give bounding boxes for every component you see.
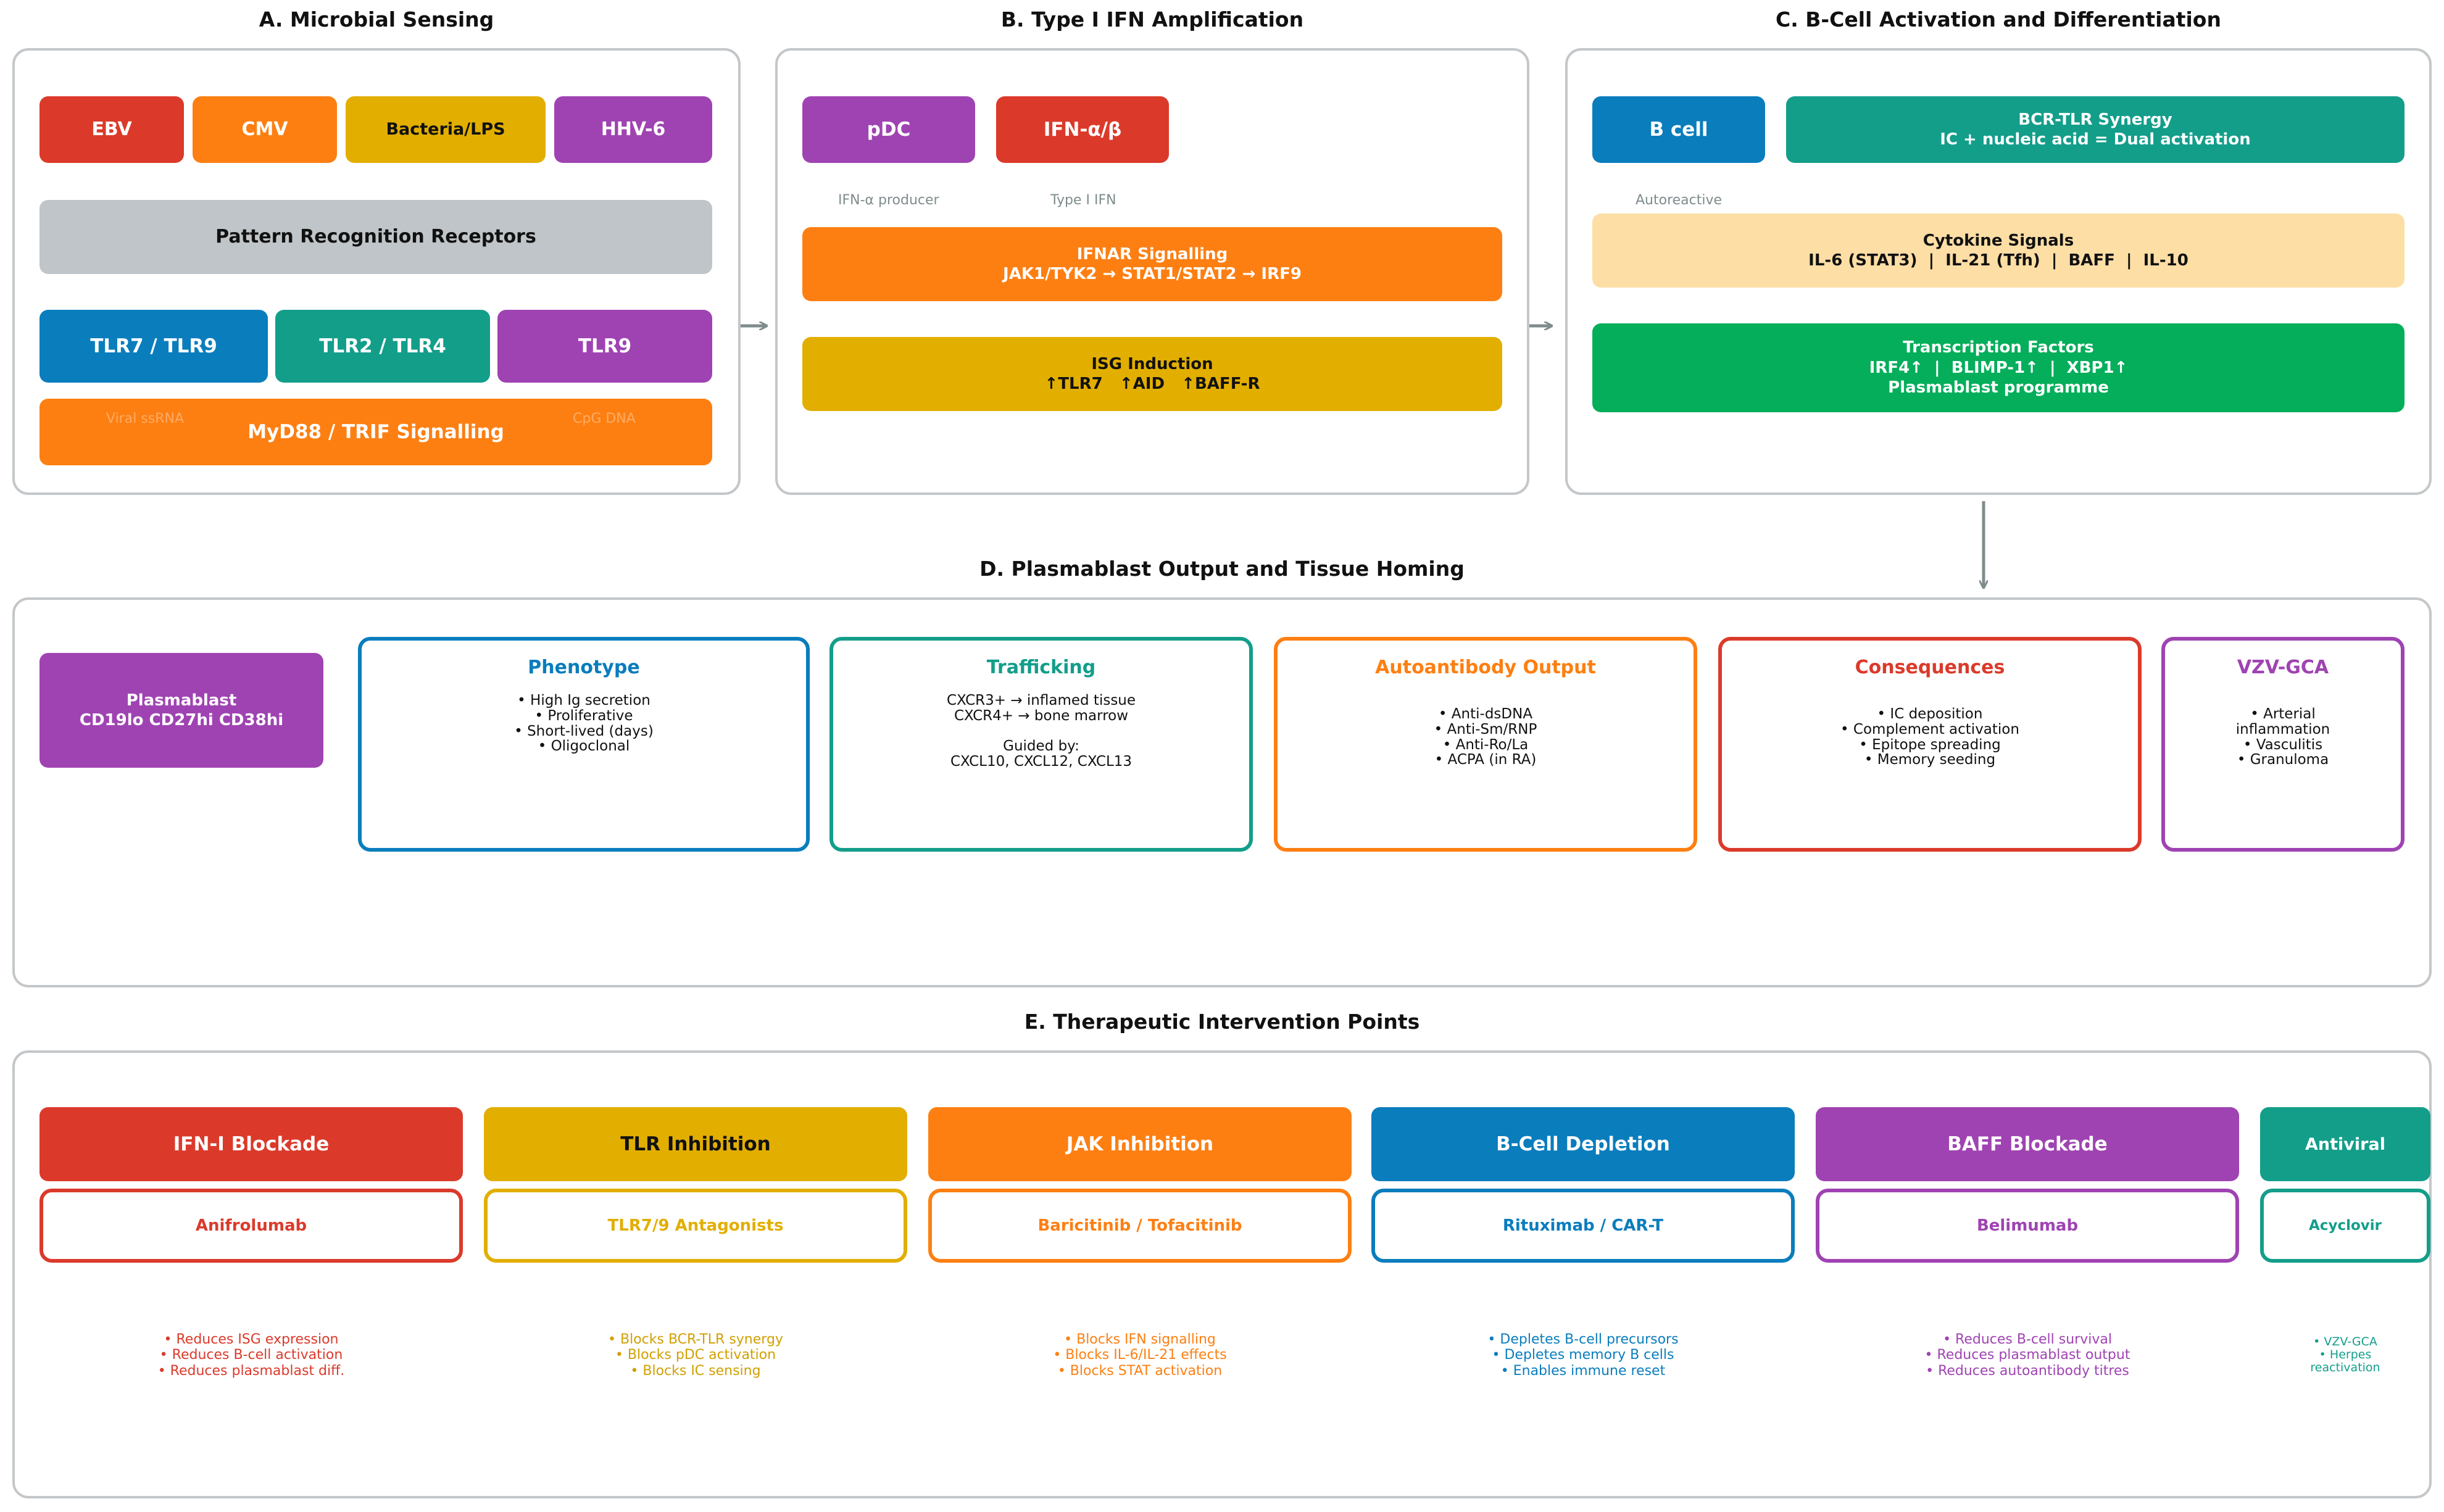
myd88-trif-box: MyD88 / TRIF Signalling — [39, 399, 712, 465]
consequences-card: Consequences • IC deposition • Complemen… — [1718, 637, 2142, 852]
baff-blockade-effects: • Reduces B-cell survival • Reduces plas… — [1924, 1332, 2130, 1379]
ifnar-title: IFNAR Signalling — [1076, 244, 1228, 264]
faint-label-right: CpG DNA — [573, 411, 636, 426]
synergy-detail: IC + nucleic acid = Dual activation — [1940, 130, 2251, 149]
panel-d-title: D. Plasmablast Output and Tissue Homing — [979, 557, 1465, 581]
pathogen-ebv: EBV — [39, 96, 184, 163]
autoantibody-body: • Anti-dsDNA • Anti-Sm/RNP • Anti-Ro/La … — [1434, 706, 1537, 768]
phenotype-body: • High Ig secretion • Proliferative • Sh… — [514, 692, 654, 755]
pdc-note: IFN-α producer — [838, 193, 939, 208]
isg-box: ISG Induction ↑TLR7 ↑AID ↑BAFF-R — [802, 337, 1502, 411]
ifn-alpha-beta-box: IFN-α/β — [996, 96, 1169, 163]
vzv-gca-title: VZV-GCA — [2237, 657, 2329, 678]
panel-c-title: C. B-Cell Activation and Differentiation — [1776, 7, 2221, 31]
phenotype-title: Phenotype — [528, 657, 640, 678]
tlr-inhibition-head: TLR Inhibition — [484, 1107, 907, 1181]
tlr-inhibition-effects: • Blocks BCR-TLR synergy • Blocks pDC ac… — [608, 1332, 783, 1379]
plasmablast-box: Plasmablast CD19lo CD27hi CD38hi — [39, 653, 323, 768]
vzv-gca-card: VZV-GCA • Arterial inflammation • Vascul… — [2161, 637, 2405, 852]
autoantibody-card: Autoantibody Output • Anti-dsDNA • Anti-… — [1274, 637, 1697, 852]
consequences-body: • IC deposition • Complement activation … — [1840, 706, 2019, 768]
ifn-i-blockade-effects: • Reduces ISG expression • Reduces B-cel… — [157, 1332, 345, 1379]
tf-programme: Plasmablast programme — [1888, 378, 2109, 397]
pathogen-bacteria-lps: Bacteria/LPS — [346, 96, 546, 163]
isg-title: ISG Induction — [1091, 354, 1213, 373]
acyclovir-box: Acyclovir — [2260, 1189, 2430, 1263]
ifn-i-blockade-head: IFN-I Blockade — [39, 1107, 463, 1181]
panel-e-title: E. Therapeutic Intervention Points — [1024, 1010, 1420, 1034]
ifnar-box: IFNAR Signalling JAK1/TYK2 → STAT1/STAT2… — [802, 227, 1502, 301]
tf-detail: IRF4↑ | BLIMP-1↑ | XBP1↑ — [1869, 358, 2128, 377]
anifrolumab-box: Anifrolumab — [39, 1189, 463, 1263]
plasmablast-markers: CD19lo CD27hi CD38hi — [79, 711, 284, 729]
isg-detail: ↑TLR7 ↑AID ↑BAFF-R — [1044, 375, 1260, 393]
trafficking-body: CXCR3+ → inflamed tissue CXCR4+ → bone m… — [946, 692, 1136, 770]
tf-title: Transcription Factors — [1903, 338, 2094, 357]
b-cell-depletion-head: B-Cell Depletion — [1371, 1107, 1795, 1181]
bcell-box: B cell — [1592, 96, 1765, 163]
cytokine-signals-box: Cytokine Signals IL-6 (STAT3) | IL-21 (T… — [1592, 214, 2405, 288]
prr-box: Pattern Recognition Receptors — [39, 200, 712, 274]
plasmablast-title: Plasmablast — [126, 691, 237, 710]
ifn-note: Type I IFN — [1050, 193, 1116, 208]
tlr-antagonists-box: TLR7/9 Antagonists — [484, 1189, 907, 1263]
myd88-label: MyD88 / TRIF Signalling — [247, 420, 504, 443]
jak-inhibition-effects: • Blocks IFN signalling • Blocks IL-6/IL… — [1053, 1332, 1227, 1379]
trafficking-title: Trafficking — [986, 657, 1096, 678]
pathogen-cmv: CMV — [193, 96, 337, 163]
tlr7-tlr9-box: TLR7 / TLR9 — [39, 310, 268, 383]
pdc-box: pDC — [802, 96, 975, 163]
antiviral-head: Antiviral — [2260, 1107, 2430, 1181]
faint-label-left: Viral ssRNA — [106, 411, 185, 426]
trafficking-card: Trafficking CXCR3+ → inflamed tissue CXC… — [829, 637, 1253, 852]
baricitinib-tofacitinib-box: Baricitinib / Tofacitinib — [928, 1189, 1352, 1263]
autoantibody-title: Autoantibody Output — [1375, 657, 1596, 678]
tlr2-tlr4-box: TLR2 / TLR4 — [275, 310, 490, 383]
antiviral-effects: • VZV-GCA • Herpes reactivation — [2310, 1335, 2380, 1374]
cytokine-title: Cytokine Signals — [1922, 231, 2074, 250]
baff-blockade-head: BAFF Blockade — [1816, 1107, 2239, 1181]
ifnar-detail: JAK1/TYK2 → STAT1/STAT2 → IRF9 — [1003, 265, 1302, 283]
belimumab-box: Belimumab — [1816, 1189, 2239, 1263]
phenotype-card: Phenotype • High Ig secretion • Prolifer… — [358, 637, 810, 852]
cytokine-detail: IL-6 (STAT3) | IL-21 (Tfh) | BAFF | IL-1… — [1808, 251, 2188, 270]
tlr9-box: TLR9 — [497, 310, 712, 383]
transcription-factors-box: Transcription Factors IRF4↑ | BLIMP-1↑ |… — [1592, 323, 2405, 412]
panel-a-title: A. Microbial Sensing — [259, 7, 494, 31]
rituximab-car-t-box: Rituximab / CAR-T — [1371, 1189, 1795, 1263]
jak-inhibition-head: JAK Inhibition — [928, 1107, 1352, 1181]
consequences-title: Consequences — [1855, 657, 2005, 678]
pathogen-hhv6: HHV-6 — [554, 96, 712, 163]
vzv-gca-body: • Arterial inflammation • Vasculitis • G… — [2235, 706, 2330, 768]
synergy-title: BCR-TLR Synergy — [2018, 110, 2172, 129]
autoreactive-note: Autoreactive — [1636, 193, 1723, 208]
panel-b-title: B. Type I IFN Amplification — [1000, 7, 1304, 31]
b-cell-depletion-effects: • Depletes B-cell precursors • Depletes … — [1487, 1332, 1679, 1379]
bcr-tlr-synergy-box: BCR-TLR Synergy IC + nucleic acid = Dual… — [1786, 96, 2405, 163]
